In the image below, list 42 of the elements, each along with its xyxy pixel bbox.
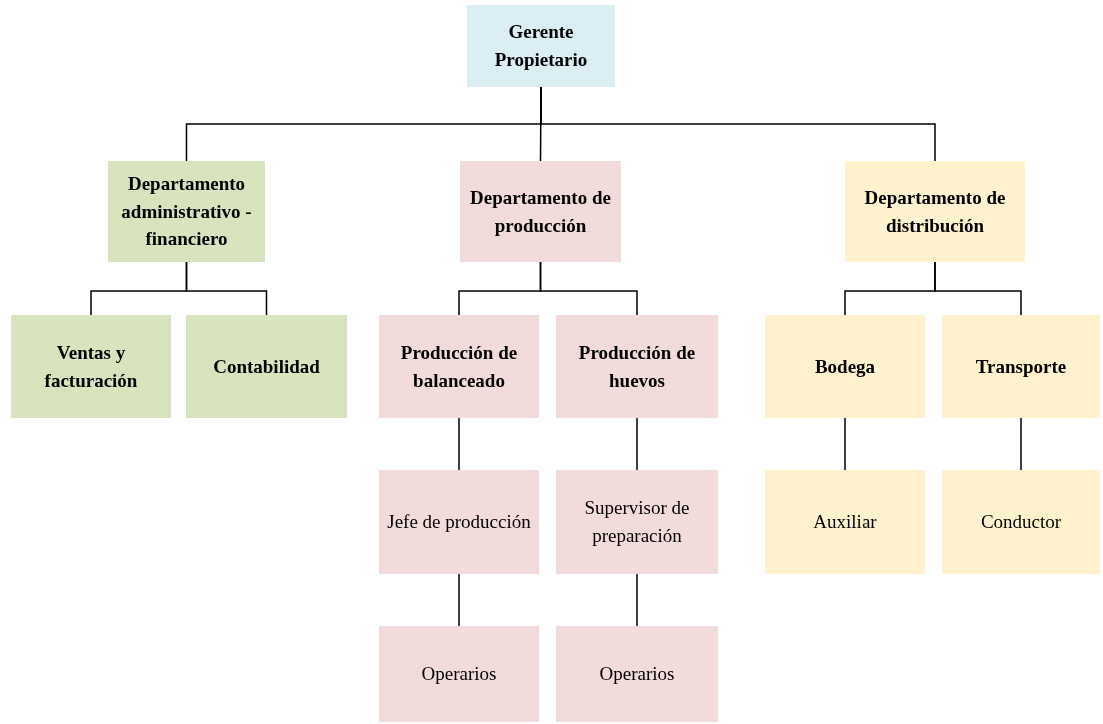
connector-line xyxy=(934,261,1022,316)
box-label: Contabilidad xyxy=(213,354,320,379)
connector-line xyxy=(844,417,846,471)
org-box xyxy=(379,626,539,722)
connector-line xyxy=(539,261,638,316)
box-label: Jefe de producción xyxy=(387,510,531,535)
org-box xyxy=(460,161,621,262)
box-label: Auxiliar xyxy=(813,510,877,535)
connector-line xyxy=(458,573,460,627)
box-label: Producción de huevos xyxy=(577,340,697,393)
box-label: Ventas y facturación xyxy=(43,340,139,393)
org-box xyxy=(845,161,1025,262)
org-box xyxy=(942,315,1100,418)
box-label: Gerente Propietario xyxy=(493,20,589,72)
org-box xyxy=(467,5,615,87)
connector-line xyxy=(458,417,460,471)
box-label: Transporte xyxy=(975,354,1067,379)
box-label: Bodega xyxy=(814,354,876,379)
org-box xyxy=(765,470,925,574)
box-label: Conductor xyxy=(980,510,1062,535)
org-box xyxy=(765,315,925,418)
connector-line xyxy=(636,573,638,627)
box-label: Supervisor de preparación xyxy=(583,496,691,548)
box-label: Operarios xyxy=(599,662,675,687)
org-box xyxy=(942,470,1100,574)
org-box xyxy=(11,315,171,418)
connector-line xyxy=(636,417,638,471)
org-box xyxy=(556,626,718,722)
connector-line xyxy=(185,261,268,316)
org-box xyxy=(556,315,718,418)
box-label: Departamento de distribución xyxy=(863,185,1007,238)
box-label: Departamento de producción xyxy=(469,185,612,238)
connector-line xyxy=(1020,417,1022,471)
org-box xyxy=(379,470,539,574)
box-label: Operarios xyxy=(421,662,497,687)
org-box xyxy=(108,161,265,262)
box-label: Producción de balanceado xyxy=(399,340,519,393)
box-label: Departamento administrativo - financiero xyxy=(120,172,253,252)
connector-line xyxy=(540,86,936,162)
org-box xyxy=(556,470,718,574)
org-box xyxy=(379,315,539,418)
org-box xyxy=(186,315,347,418)
